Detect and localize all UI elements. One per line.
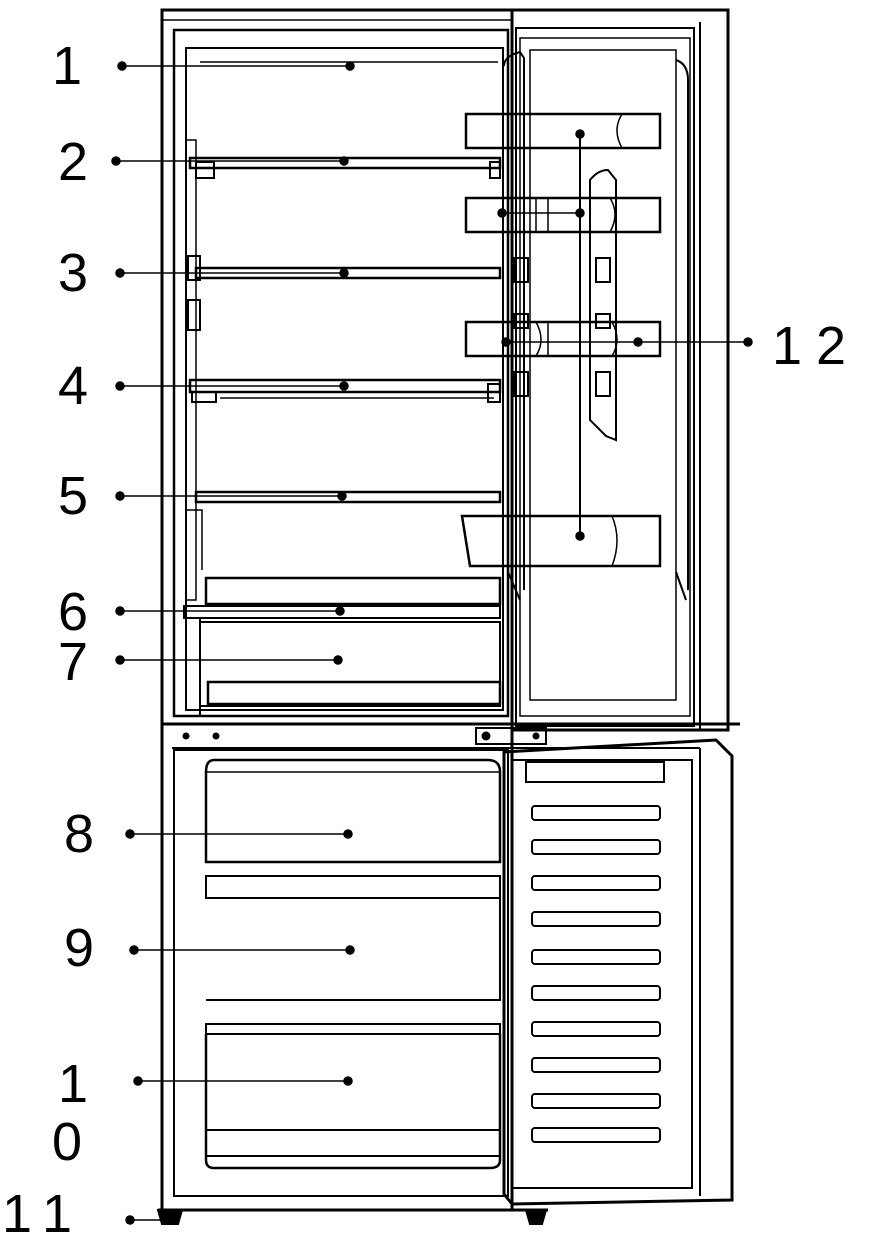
hinge — [475, 727, 547, 745]
fridge-door-outer — [510, 8, 730, 732]
leader-7 — [115, 655, 343, 665]
leader-2 — [111, 156, 349, 166]
door-bin-3 — [464, 320, 662, 358]
callout-10-bottom: 0 — [52, 1112, 96, 1172]
shelf-4 — [188, 378, 502, 403]
leader-5 — [115, 491, 347, 501]
leader-4 — [115, 381, 349, 391]
door-bin-2 — [464, 196, 662, 234]
shelf-3 — [194, 266, 502, 280]
callout-8: 8 — [64, 804, 108, 864]
callout-6: 6 — [58, 582, 102, 642]
callout-5: 5 — [58, 466, 102, 526]
callout-leaders — [111, 61, 753, 1225]
shelf-2 — [188, 156, 502, 179]
cabinet-outline — [160, 8, 514, 726]
leader-6 — [115, 606, 345, 616]
leader-1 — [117, 61, 355, 71]
callout-2: 2 — [58, 132, 102, 192]
freezer-drawer-10 — [204, 1034, 502, 1170]
adjustable-feet — [156, 1208, 548, 1225]
leader-9 — [129, 945, 355, 955]
leader-11 — [125, 1215, 175, 1225]
fridge-inner-liner — [172, 28, 510, 718]
callout-1: 1 — [52, 36, 96, 96]
callout-7: 7 — [58, 632, 102, 692]
fridge-door — [460, 8, 730, 732]
freezer-drawer-8 — [204, 758, 502, 899]
callout-numbers: 1 2 3 4 5 6 7 8 9 1 0 11 12 — [2, 36, 860, 1237]
freezer-door-vents — [531, 805, 661, 1143]
door-bin-1 — [464, 112, 662, 150]
crisper-cover-6 — [183, 576, 502, 619]
leader-12 — [497, 129, 753, 541]
callout-3: 3 — [58, 243, 102, 303]
leader-8 — [125, 829, 353, 839]
crisper-drawer-7 — [184, 617, 502, 716]
freezer-drawer-9 — [205, 897, 501, 1035]
freezer-outline — [160, 724, 514, 1212]
callout-4: 4 — [58, 356, 102, 416]
callout-9: 9 — [64, 918, 108, 978]
freezer-door — [502, 738, 734, 1206]
middle-divider — [162, 722, 740, 749]
leader-3 — [115, 268, 349, 278]
shelf-5 — [186, 490, 502, 570]
leader-10 — [133, 1076, 353, 1086]
callout-12: 12 — [772, 316, 860, 376]
callout-11: 11 — [2, 1184, 86, 1237]
freezer-compartment — [156, 724, 548, 1225]
fridge-compartment — [160, 8, 514, 726]
door-bin-4 — [460, 514, 687, 601]
callout-10-top: 1 — [58, 1054, 102, 1114]
